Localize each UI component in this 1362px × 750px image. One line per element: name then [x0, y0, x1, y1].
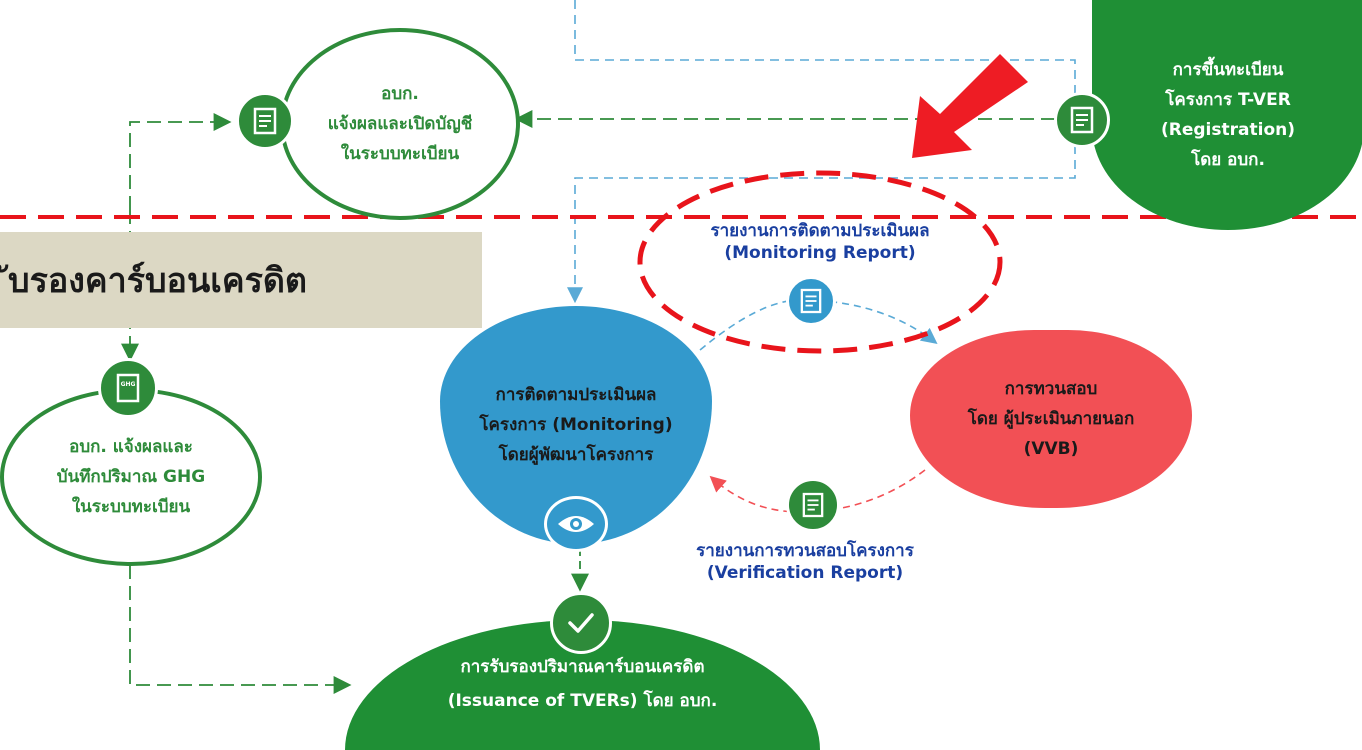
connector-top-to-registration	[574, 0, 1076, 95]
verification-line-2: โดย ผู้ประเมินภายนอก	[967, 409, 1135, 429]
monitoring-line-2: โครงการ (Monitoring)	[479, 415, 673, 435]
verification-report-document-icon	[786, 478, 840, 532]
verification-node: การทวนสอบ โดย ผู้ประเมินภายนอก (VVB)	[910, 330, 1192, 508]
title-banner: ับรองคาร์บอนเครดิต	[0, 232, 482, 328]
notify-account-line-2: แจ้งผลและเปิดบัญชี	[327, 114, 473, 134]
notify-account-document-icon	[236, 92, 294, 150]
eye-icon	[544, 496, 608, 552]
connector-ghg-to-issuance	[129, 565, 352, 694]
registration-node: การขึ้นทะเบียน โครงการ T-VER (Registrati…	[1092, 0, 1362, 230]
monitoring-line-1: การติดตามประเมินผล	[495, 385, 657, 405]
connector-left-to-notify-account	[129, 113, 232, 210]
verification-report-line-1: รายงานการทวนสอบโครงการ	[696, 541, 914, 561]
notify-account-line-1: อบก.	[381, 84, 419, 104]
ghg-document-icon: GHG	[98, 358, 158, 418]
monitoring-report-label: รายงานการติดตามประเมินผล (Monitoring Rep…	[650, 220, 990, 264]
registration-line-2: โครงการ T-VER	[1165, 90, 1291, 110]
notify-account-line-3: ในระบบทะเบียน	[340, 144, 460, 164]
verification-line-1: การทวนสอบ	[1004, 379, 1098, 399]
banner-text: ับรองคาร์บอนเครดิต	[8, 261, 307, 301]
registration-document-icon	[1054, 92, 1110, 148]
registration-line-4: โดย อบก.	[1191, 150, 1265, 170]
verification-report-label: รายงานการทวนสอบโครงการ (Verification Rep…	[640, 540, 970, 584]
notify-ghg-line-2: บันทึกปริมาณ GHG	[56, 467, 206, 487]
ghg-icon-label: GHG	[121, 381, 136, 388]
connector-registration-to-monitoring	[567, 145, 1076, 304]
notify-ghg-line-3: ในระบบทะเบียน	[71, 497, 191, 517]
notify-account-node: อบก. แจ้งผลและเปิดบัญชี ในระบบทะเบียน	[280, 28, 520, 220]
monitoring-line-3: โดยผู้พัฒนาโครงการ	[498, 445, 654, 465]
verification-report-line-2: (Verification Report)	[706, 563, 904, 583]
monitoring-report-document-icon	[786, 276, 836, 326]
registration-line-3: (Registration)	[1161, 120, 1295, 140]
monitoring-report-line-2: (Monitoring Report)	[724, 243, 916, 263]
highlight-ellipse	[637, 170, 1003, 354]
monitoring-report-line-1: รายงานการติดตามประเมินผล	[710, 221, 930, 241]
registration-line-1: การขึ้นทะเบียน	[1172, 60, 1284, 80]
issuance-line-1: การรับรองปริมาณคาร์บอนเครดิต	[460, 657, 705, 677]
notify-ghg-line-1: อบก. แจ้งผลและ	[69, 437, 193, 457]
verification-line-3: (VVB)	[1023, 439, 1079, 459]
highlight-arrow	[912, 54, 1028, 158]
issuance-line-2: (Issuance of TVERs) โดย อบก.	[447, 691, 718, 711]
check-icon	[550, 592, 612, 654]
